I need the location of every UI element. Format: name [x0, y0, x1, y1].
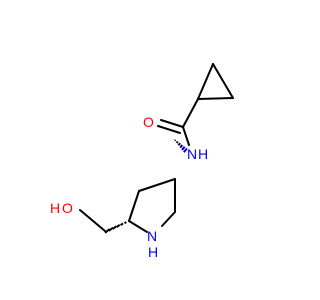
atom-hydrogen-hydroxyl: H [50, 200, 60, 216]
bond-cyclopropyl-carbonyl [182, 98, 199, 128]
bond-cyclopropyl-b [197, 97, 234, 100]
bond-ring-c3-c4 [138, 178, 176, 192]
bond-hashed-wedge-stereo-ch2oh [104, 219, 131, 234]
bond-ring-c4-c5 [128, 190, 140, 222]
bond-ring-c5-n1 [128, 220, 148, 233]
atom-oxygen-carbonyl: O [143, 114, 154, 130]
bond-ring-n1-c2 [161, 211, 176, 227]
atom-oxygen-hydroxyl: O [62, 200, 73, 216]
atom-hydrogen-ring: H [148, 244, 158, 260]
bond-carbonyl-double-2 [157, 125, 181, 134]
bond-cyclopropyl-a [212, 63, 234, 99]
structure-canvas: O N H H O N H [50, 63, 234, 260]
atom-nitrogen-ring: N [147, 228, 157, 244]
molecule-structure: O N H H O N H [50, 63, 234, 260]
bond-ch2-hydroxyl [79, 209, 106, 232]
bond-carbonyl-nitrogen [182, 126, 190, 146]
atom-nitrogen-amide: N [187, 146, 197, 162]
bond-carbonyl-double-1 [160, 119, 184, 128]
bond-hashed-wedge-stereo-nh [174, 139, 188, 153]
bond-cyclopropyl-c [197, 63, 214, 100]
atom-hydrogen-amide: H [198, 146, 208, 162]
